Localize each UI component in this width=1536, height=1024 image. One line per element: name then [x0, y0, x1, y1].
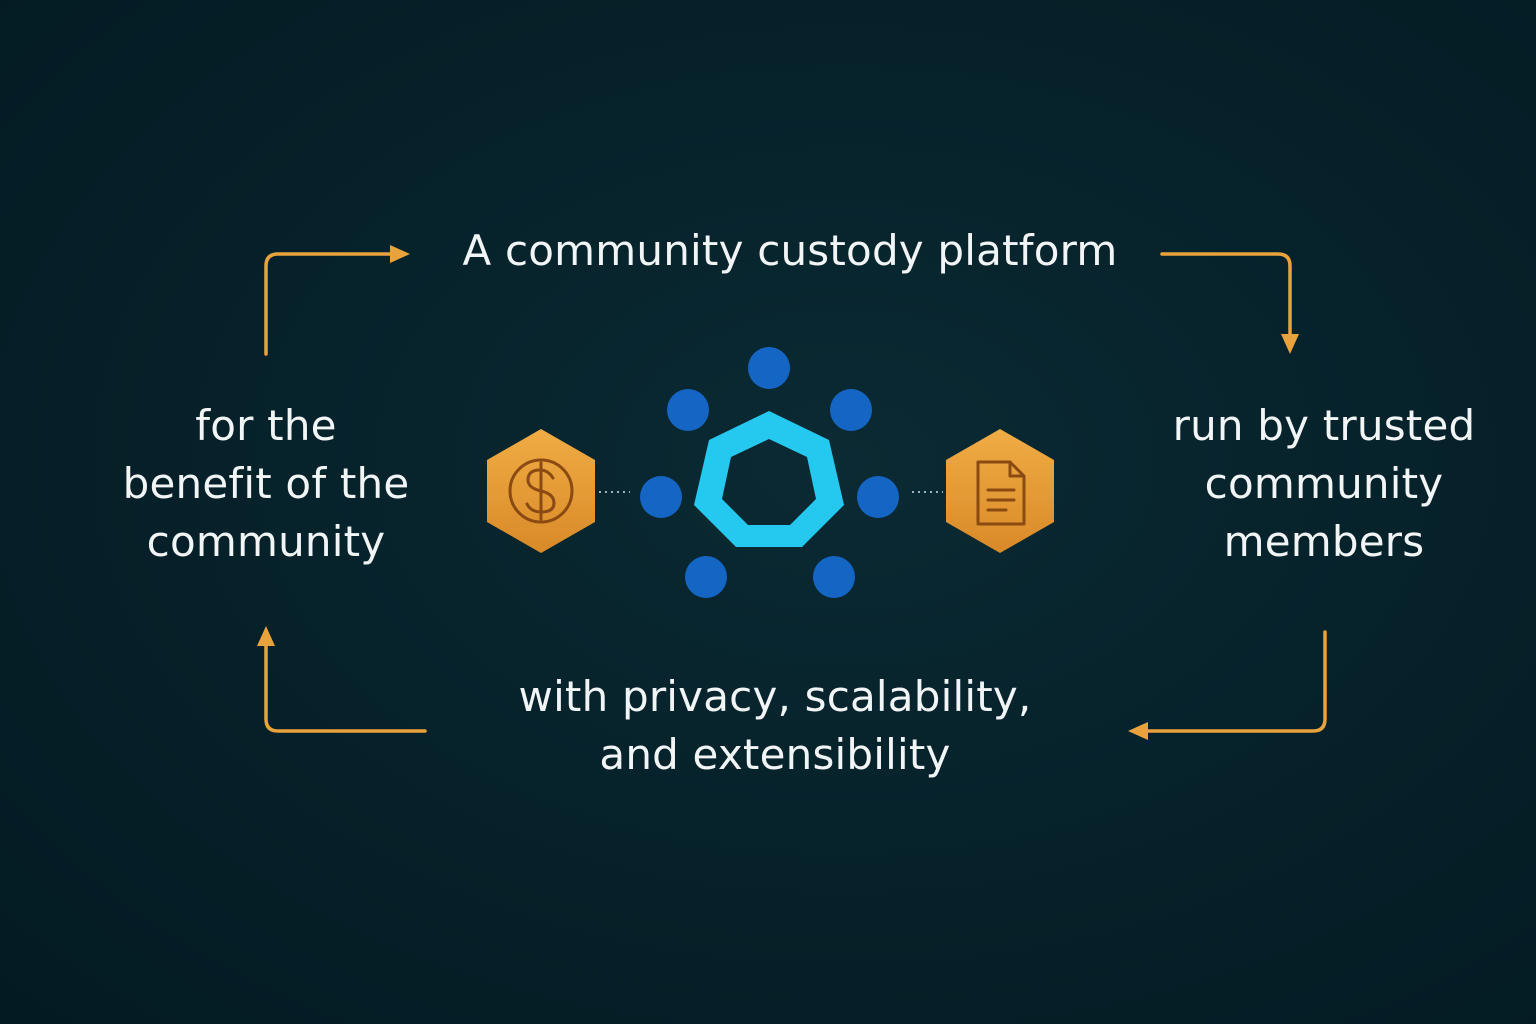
arrowhead-left-to-top: [390, 245, 410, 263]
statement-left-line: benefit of the: [122, 459, 410, 508]
arrowhead-right-to-bottom: [1128, 722, 1148, 740]
arrow-right-to-bottom: [1144, 630, 1327, 733]
statement-left-line: community: [146, 517, 386, 566]
statement-right: run by trusted community members: [1124, 397, 1524, 571]
document-hexagon: [946, 429, 1054, 553]
statement-left-line: for the: [195, 401, 337, 450]
document-icon: [976, 460, 1026, 526]
network-node: [830, 389, 872, 431]
network-node: [667, 389, 709, 431]
arrow-top-to-right: [1160, 252, 1292, 338]
statement-bottom-line: with privacy, scalability,: [518, 672, 1032, 721]
arrow-bottom-to-left: [264, 642, 427, 733]
statement-bottom: with privacy, scalability, and extensibi…: [430, 668, 1120, 784]
statement-right-line: members: [1223, 517, 1425, 566]
statement-top-line: A community custody platform: [462, 226, 1118, 275]
statement-right-line: community: [1204, 459, 1444, 508]
network-node: [813, 556, 855, 598]
network-nodes: [640, 347, 899, 598]
network-node: [857, 476, 899, 518]
dollar-hexagon: [487, 429, 595, 553]
statement-bottom-line: and extensibility: [599, 730, 951, 779]
network-node: [685, 556, 727, 598]
statement-top: A community custody platform: [368, 222, 1212, 280]
heptagon-ring-icon: [694, 411, 844, 547]
network-node: [640, 476, 682, 518]
arrowhead-bottom-to-left: [257, 626, 275, 646]
statement-left: for the benefit of the community: [66, 397, 466, 571]
arrow-left-to-top: [264, 252, 398, 356]
arrowhead-top-to-right: [1281, 334, 1299, 354]
network-node: [748, 347, 790, 389]
dollar-coin-icon: [508, 458, 574, 524]
statement-right-line: run by trusted: [1172, 401, 1476, 450]
